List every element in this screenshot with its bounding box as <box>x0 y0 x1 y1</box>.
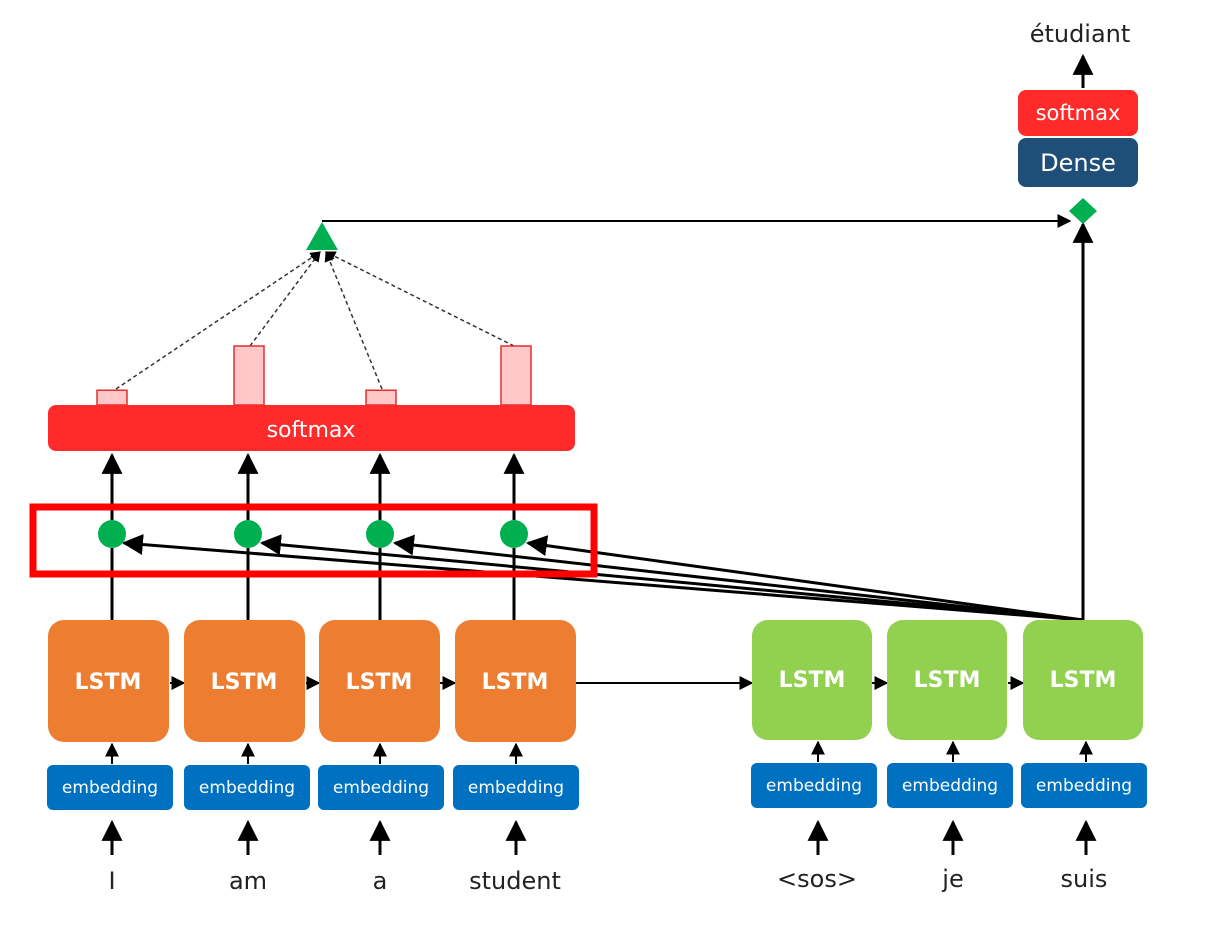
decoder-lstm-cell <box>887 620 1007 740</box>
encoder-lstm-cell <box>319 620 440 742</box>
encoder-input-word: a <box>373 867 388 895</box>
encoder-lstm-label: LSTM <box>75 670 142 695</box>
attention-score-node <box>500 520 528 548</box>
decoder-lstm-label: LSTM <box>914 668 981 693</box>
encoder-input-word: student <box>469 867 561 895</box>
encoder-embedding-box <box>453 765 579 810</box>
encoder-lstm-cell <box>184 620 305 742</box>
output-softmax-label: softmax <box>1036 101 1121 125</box>
decoder-embeddings: embedding embedding embedding <box>751 763 1147 808</box>
decoder-lstm-label: LSTM <box>779 668 846 693</box>
attention-score-node <box>98 520 126 548</box>
attention-score-nodes <box>98 520 528 548</box>
encoder-lstm-label: LSTM <box>211 670 278 695</box>
encoder-lstm-label: LSTM <box>346 670 413 695</box>
encoder-embedding-label: embedding <box>199 778 295 798</box>
attention-weight-bar <box>365 389 397 406</box>
decoder-lstm-cells: LSTM LSTM LSTM <box>752 620 1143 740</box>
connectors <box>101 53 1097 855</box>
encoder-embedding-box <box>318 765 444 810</box>
decoder-input-words: <sos> je suis <box>777 865 1107 893</box>
encoder-embedding-label: embedding <box>62 778 158 798</box>
attention-weight-bars <box>96 345 532 406</box>
attention-score-node <box>234 520 262 548</box>
concat-diamond-icon <box>1069 198 1097 224</box>
context-vector-icon <box>306 222 338 250</box>
encoder-embedding-box <box>184 765 310 810</box>
highlight-box <box>29 503 598 578</box>
encoder-embedding-label: embedding <box>333 778 429 798</box>
encoder-lstm-label: LSTM <box>482 670 549 695</box>
attention-softmax-box <box>48 405 575 451</box>
attention-softmax: softmax <box>48 405 575 451</box>
decoder-input-word: <sos> <box>777 865 857 893</box>
decoder-input-word: je <box>941 865 963 893</box>
encoder-lstm-cell <box>48 620 169 742</box>
encoder-embedding-label: embedding <box>468 778 564 798</box>
decoder-lstm-label: LSTM <box>1050 668 1117 693</box>
encoder-input-word: I <box>108 867 115 895</box>
decoder-lstm-cell <box>752 620 872 740</box>
encoder-embeddings: embedding embedding embedding embedding <box>47 765 579 810</box>
encoder-lstm-cells: LSTM LSTM LSTM LSTM <box>48 620 576 742</box>
decoder-embedding-box <box>751 763 877 808</box>
decoder-embedding-label: embedding <box>766 776 862 796</box>
encoder-input-words: I am a student <box>108 867 560 895</box>
decoder-embedding-box <box>887 763 1013 808</box>
encoder-lstm-cell <box>455 620 576 742</box>
encoder-embedding-box <box>47 765 173 810</box>
encoder-input-word: am <box>229 867 267 895</box>
output-softmax-box <box>1018 90 1138 136</box>
decoder-embedding-box <box>1021 763 1147 808</box>
dense-box <box>1018 138 1138 187</box>
attention-softmax-label: softmax <box>267 418 356 443</box>
attention-weight-bar <box>233 345 265 406</box>
decoder-input-word: suis <box>1061 865 1108 893</box>
decoder-lstm-cell <box>1023 620 1143 740</box>
output-layer: Dense softmax étudiant <box>1018 20 1138 187</box>
dense-label: Dense <box>1040 149 1116 177</box>
decoder-embedding-label: embedding <box>1036 776 1132 796</box>
attention-weight-bar <box>500 345 532 406</box>
attention-score-node <box>366 520 394 548</box>
attention-weight-bar <box>96 389 128 406</box>
output-word: étudiant <box>1030 20 1131 48</box>
decoder-embedding-label: embedding <box>902 776 998 796</box>
